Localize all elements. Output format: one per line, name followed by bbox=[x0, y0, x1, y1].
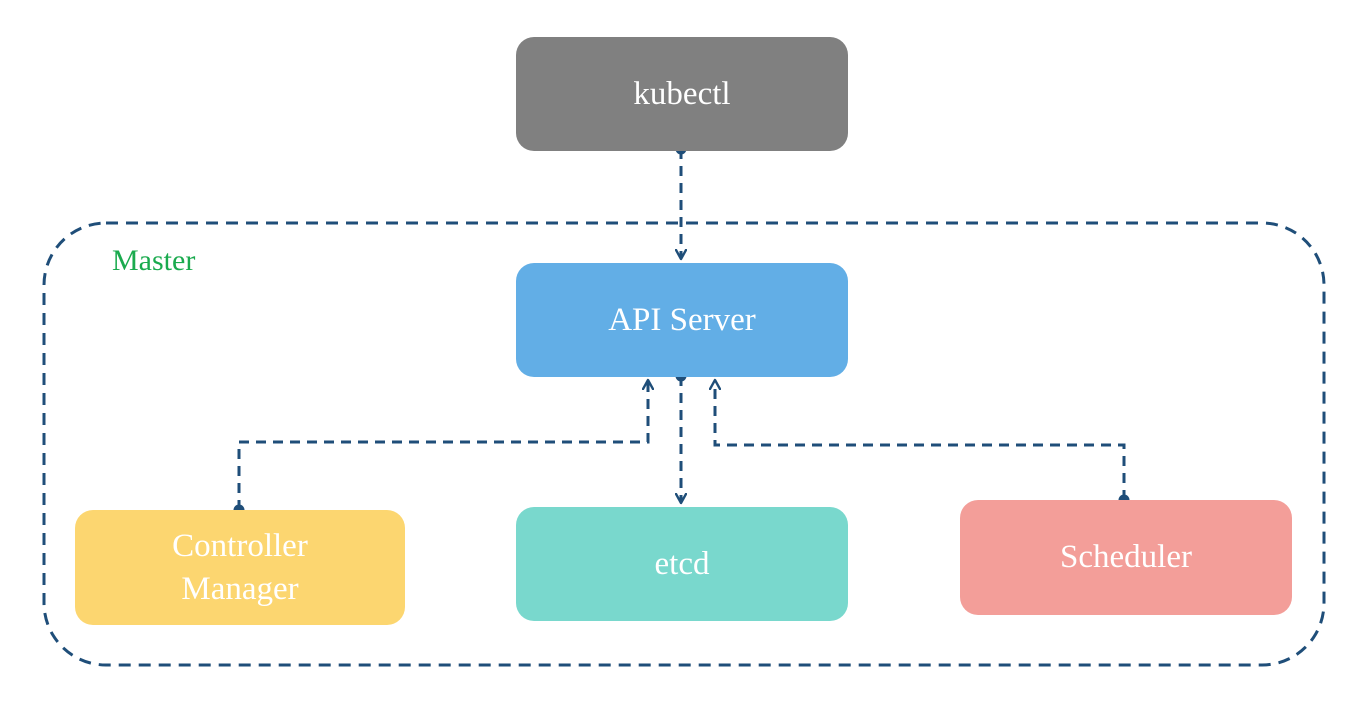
node-controller-manager-label: Controller Manager bbox=[172, 527, 308, 607]
edge-controller-to-apiserver-line bbox=[237, 380, 648, 510]
node-scheduler: Scheduler bbox=[960, 500, 1292, 615]
node-api-server-label: API Server bbox=[608, 301, 756, 338]
node-kubectl-label: kubectl bbox=[633, 75, 731, 112]
master-group-boundary bbox=[42, 221, 1326, 667]
node-scheduler-label: Scheduler bbox=[1060, 539, 1192, 576]
node-api-server: API Server bbox=[516, 263, 848, 377]
edge-scheduler-to-apiserver-line bbox=[715, 380, 1126, 500]
master-group-label: Master bbox=[112, 244, 196, 277]
node-etcd: etcd bbox=[516, 507, 848, 621]
edge-controller-to-apiserver bbox=[233, 380, 649, 516]
edge-apiserver-to-etcd bbox=[676, 370, 687, 504]
node-etcd-label: etcd bbox=[654, 545, 710, 582]
edge-scheduler-to-apiserver bbox=[715, 380, 1130, 506]
node-kubectl: kubectl bbox=[516, 37, 848, 151]
node-controller-manager: Controller Manager bbox=[75, 510, 405, 625]
edge-kubectl-to-apiserver bbox=[676, 143, 687, 260]
